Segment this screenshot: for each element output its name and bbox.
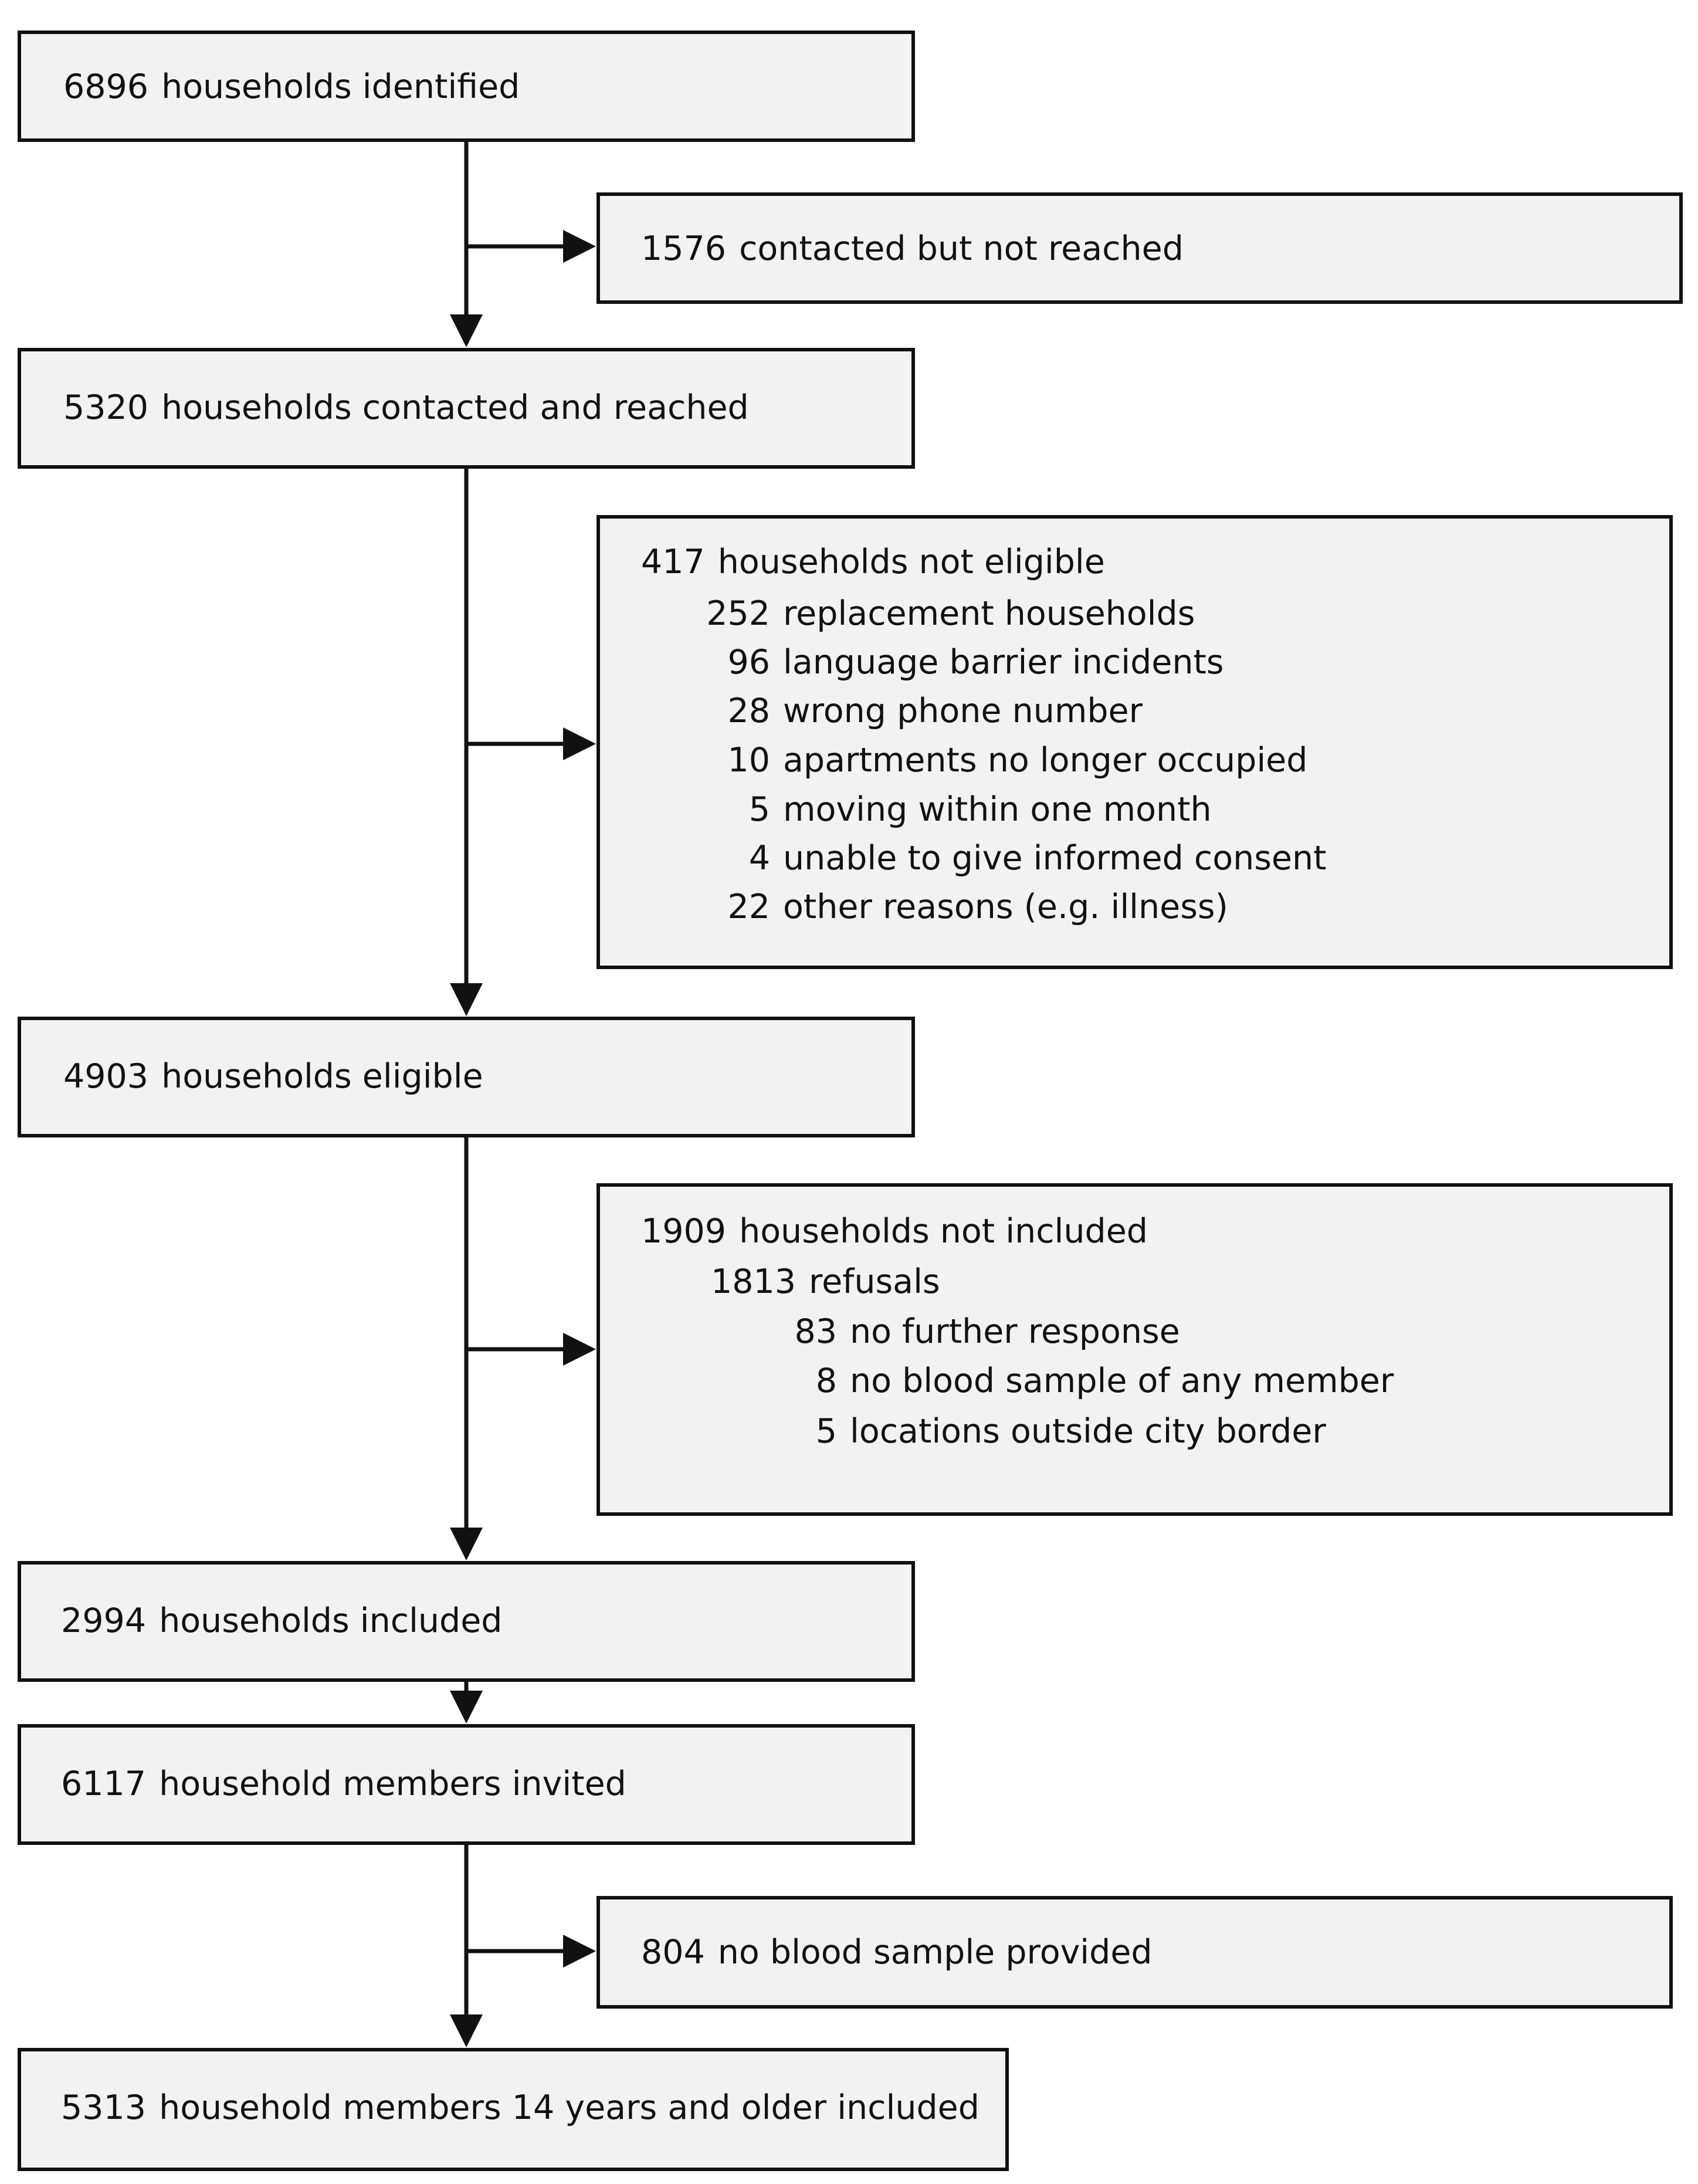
box-text: 1576 contacted but not reached bbox=[641, 229, 1184, 269]
count: 417 bbox=[641, 543, 705, 581]
reason-item: 1813 refusals bbox=[688, 1262, 940, 1302]
reason-label: refusals bbox=[809, 1262, 940, 1301]
count: 804 bbox=[641, 1933, 705, 1972]
reason-count: 5 bbox=[748, 790, 770, 829]
box-no-blood-sample: 804 no blood sample provided bbox=[596, 1896, 1673, 2009]
box-text: 5320 households contacted and reached bbox=[63, 388, 749, 428]
label: households eligible bbox=[161, 1057, 483, 1096]
reason-item: 4 unable to give informed consent bbox=[706, 838, 1327, 878]
reason-count: 1813 bbox=[710, 1262, 796, 1301]
reason-count: 4 bbox=[748, 839, 770, 878]
box-households-eligible: 4903 households eligible bbox=[18, 1017, 915, 1137]
reason-count: 96 bbox=[727, 643, 770, 682]
box-households-reached: 5320 households contacted and reached bbox=[18, 348, 915, 469]
count: 5320 bbox=[63, 388, 149, 427]
reason-label: apartments no longer occupied bbox=[783, 741, 1308, 780]
reason-item: 22 other reasons (e.g. illness) bbox=[706, 887, 1228, 927]
count: 6896 bbox=[63, 67, 149, 106]
reason-label: unable to give informed consent bbox=[783, 839, 1327, 878]
reason-count: 5 bbox=[815, 1412, 837, 1451]
reason-count: 8 bbox=[815, 1362, 837, 1400]
reason-label: replacement households bbox=[783, 594, 1195, 633]
box-text: 6896 households identified bbox=[63, 67, 520, 107]
label: households contacted and reached bbox=[161, 388, 749, 427]
label: households not eligible bbox=[717, 543, 1105, 581]
reason-label: moving within one month bbox=[783, 790, 1212, 829]
reason-item: 252 replacement households bbox=[706, 594, 1195, 634]
box-households-identified: 6896 households identified bbox=[18, 31, 915, 142]
box-members-included: 5313 household members 14 years and older… bbox=[18, 2048, 1009, 2171]
count: 1909 bbox=[641, 1212, 727, 1251]
box-text: 2994 households included bbox=[61, 1601, 502, 1641]
reason-label: no further response bbox=[850, 1312, 1180, 1351]
reason-item: 5 locations outside city border bbox=[688, 1411, 1326, 1451]
reason-label: locations outside city border bbox=[850, 1412, 1326, 1451]
reason-count: 22 bbox=[727, 888, 770, 926]
box-heading: 1909 households not included bbox=[641, 1211, 1148, 1251]
count: 1576 bbox=[641, 229, 727, 268]
label: household members 14 years and older inc… bbox=[159, 2088, 980, 2127]
reason-item: 5 moving within one month bbox=[706, 790, 1212, 829]
box-text: 804 no blood sample provided bbox=[641, 1932, 1153, 1972]
box-members-invited: 6117 household members invited bbox=[18, 1724, 915, 1845]
reason-count: 83 bbox=[794, 1312, 837, 1351]
reason-count: 10 bbox=[727, 741, 770, 780]
label: households not included bbox=[739, 1212, 1148, 1251]
count: 4903 bbox=[63, 1057, 149, 1096]
reason-item: 28 wrong phone number bbox=[706, 691, 1143, 731]
reason-item: 83 no further response bbox=[688, 1312, 1180, 1352]
box-not-reached: 1576 contacted but not reached bbox=[596, 192, 1683, 304]
label: household members invited bbox=[159, 1765, 626, 1803]
count: 5313 bbox=[61, 2088, 147, 2127]
count: 6117 bbox=[61, 1765, 147, 1803]
label: no blood sample provided bbox=[717, 1933, 1153, 1972]
box-text: 6117 household members invited bbox=[61, 1764, 626, 1804]
label: contacted but not reached bbox=[739, 229, 1184, 268]
box-heading: 417 households not eligible bbox=[641, 542, 1105, 582]
reason-item: 96 language barrier incidents bbox=[706, 642, 1224, 682]
box-text: 4903 households eligible bbox=[63, 1057, 483, 1096]
box-not-included: 1909 households not included 1813 refusals… bbox=[596, 1183, 1673, 1516]
label: households identified bbox=[161, 67, 520, 106]
reason-item: 8 no blood sample of any member bbox=[688, 1361, 1394, 1401]
reason-label: wrong phone number bbox=[783, 692, 1143, 730]
reason-count: 28 bbox=[727, 692, 770, 730]
reason-item: 10 apartments no longer occupied bbox=[706, 740, 1307, 780]
reason-count: 252 bbox=[706, 594, 770, 633]
box-households-included: 2994 households included bbox=[18, 1561, 915, 1682]
reason-label: no blood sample of any member bbox=[850, 1362, 1394, 1400]
box-not-eligible: 417 households not eligible 252 replacemen… bbox=[596, 515, 1673, 969]
count: 2994 bbox=[61, 1601, 147, 1640]
box-text: 5313 household members 14 years and older… bbox=[61, 2088, 980, 2128]
reason-label: other reasons (e.g. illness) bbox=[783, 888, 1228, 926]
label: households included bbox=[159, 1601, 503, 1640]
reason-label: language barrier incidents bbox=[783, 643, 1224, 682]
